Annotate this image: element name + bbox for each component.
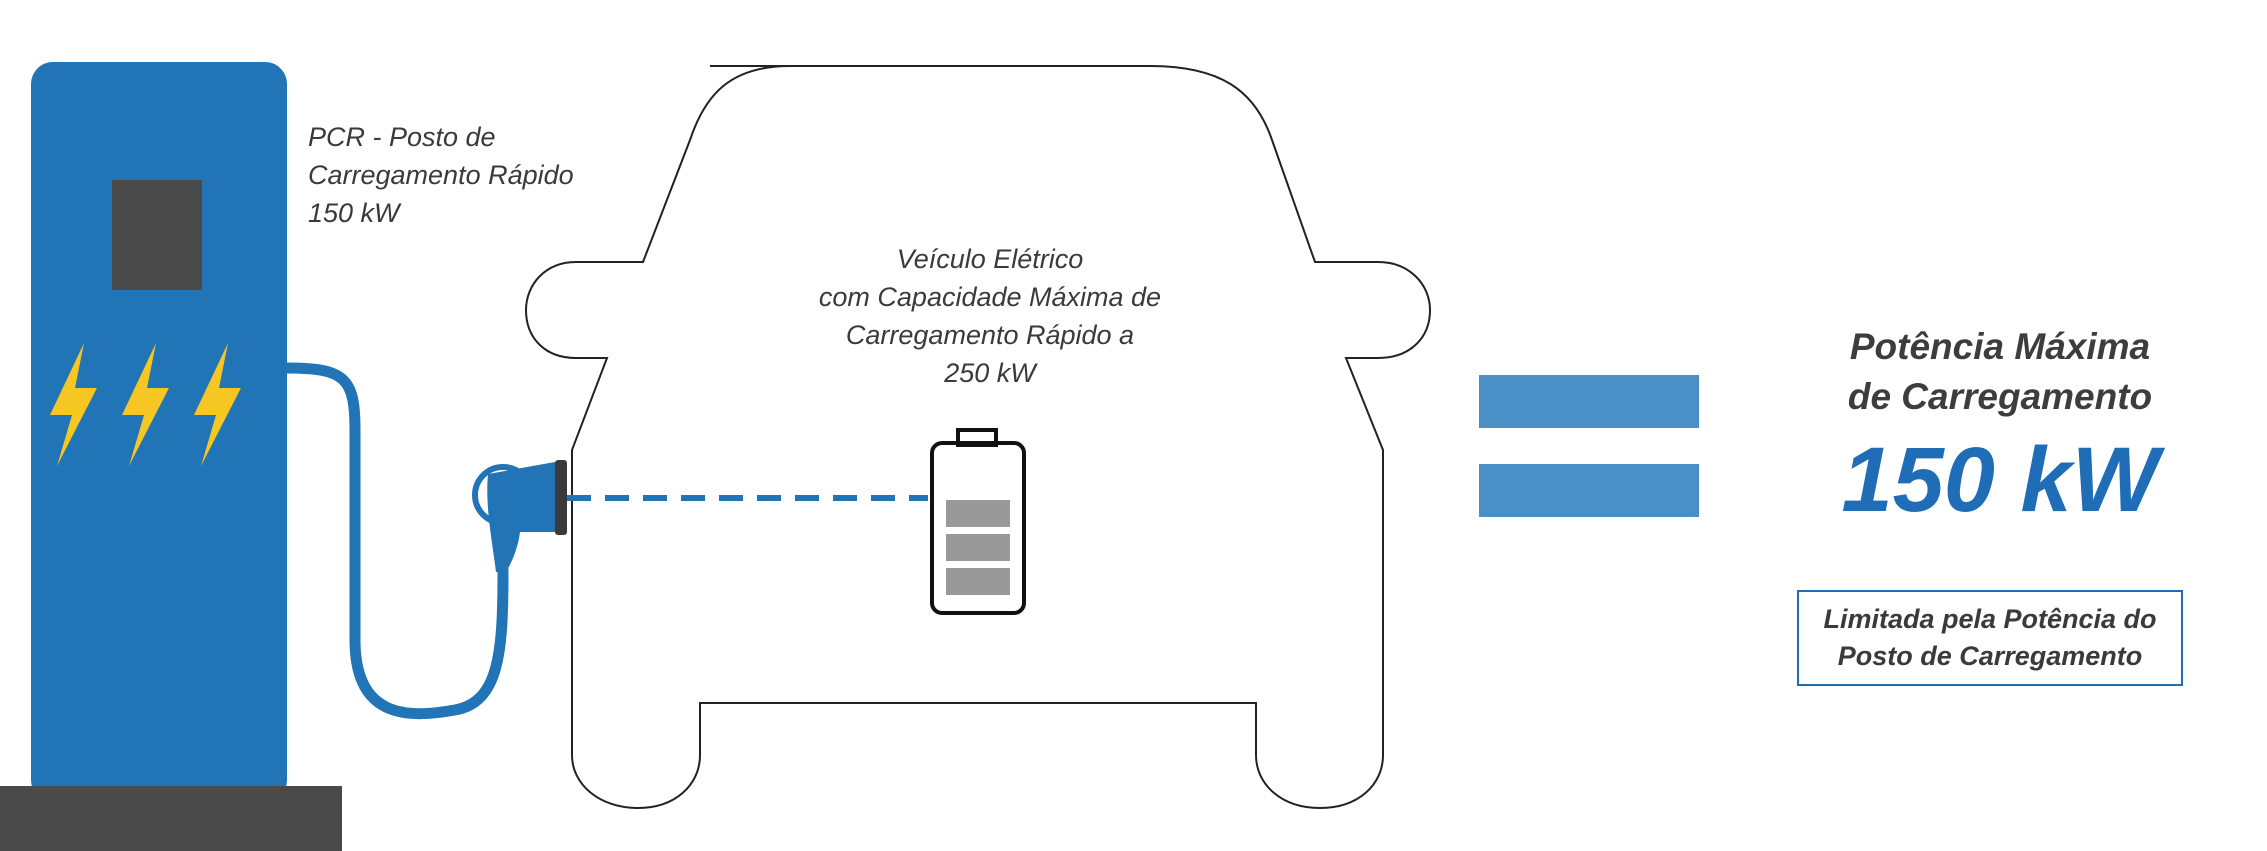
battery-bar — [946, 500, 1010, 527]
vehicle-label-line: 250 kW — [944, 358, 1036, 388]
station-base — [0, 786, 342, 851]
station-label: PCR - Posto de Carregamento Rápido 150 k… — [308, 118, 668, 232]
result-title: Potência Máxima de Carregamento — [1800, 322, 2200, 422]
result-value: 150 kW — [1841, 429, 2159, 531]
station-label-line: Carregamento Rápido — [308, 160, 574, 190]
battery-bar — [946, 534, 1010, 561]
station-body — [31, 62, 287, 802]
lightning-bolt-icon — [50, 343, 241, 466]
vehicle-label: Veículo Elétrico com Capacidade Máxima d… — [790, 240, 1190, 392]
charging-station — [0, 62, 342, 851]
vehicle-label-line: com Capacidade Máxima de — [818, 282, 1162, 312]
charging-plug-icon — [472, 460, 567, 572]
vehicle-label-line: Carregamento Rápido a — [845, 320, 1135, 350]
result-title-line: Potência Máxima — [1849, 326, 2151, 367]
battery-icon — [930, 428, 1026, 615]
limit-note-line: Posto de Carregamento — [1837, 641, 2143, 671]
equals-icon — [1479, 375, 1699, 517]
battery-bar — [946, 568, 1010, 595]
limit-note-line: Limitada pela Potência do — [1823, 604, 2157, 634]
station-screen — [112, 180, 202, 290]
vehicle-label-line: Veículo Elétrico — [896, 244, 1084, 274]
vehicle-outline — [524, 65, 1432, 810]
limit-note-box: Limitada pela Potência do Posto de Carre… — [1797, 590, 2183, 686]
station-label-line: PCR - Posto de — [308, 122, 496, 152]
station-label-line: 150 kW — [308, 198, 400, 228]
charging-cable — [281, 362, 509, 720]
result-title-line: de Carregamento — [1847, 376, 2153, 417]
limit-note-text: Limitada pela Potência do Posto de Carre… — [1810, 601, 2170, 675]
